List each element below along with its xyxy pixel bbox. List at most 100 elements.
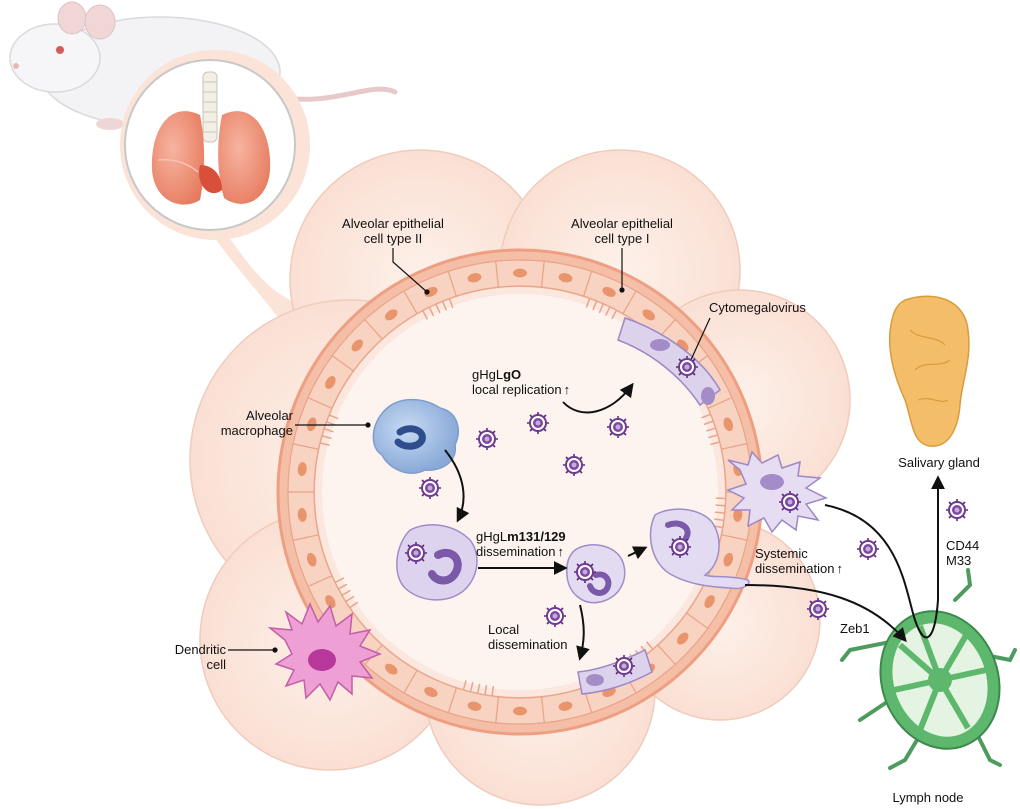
systemic-label-line2: dissemination↑	[755, 561, 843, 576]
microvillus	[709, 441, 721, 446]
microvillus	[345, 595, 355, 603]
microvillus	[428, 306, 435, 317]
macrophage-label-line2: macrophage	[221, 423, 293, 438]
migrating-infected-cell	[566, 544, 626, 604]
systemic-dissemination-text: dissemination	[755, 561, 835, 576]
infected-epithelial-cells	[577, 317, 721, 695]
microvillus	[491, 686, 495, 697]
cell-nucleus	[297, 462, 307, 477]
cell-nucleus	[306, 417, 317, 432]
cell-nucleus	[558, 273, 573, 283]
microvillus	[319, 442, 330, 446]
cell-nucleus	[558, 701, 573, 711]
microvillus	[341, 589, 351, 597]
salivary-gland	[888, 295, 970, 447]
microvillus	[349, 601, 359, 609]
cell-nucleus	[513, 706, 527, 716]
microvillus	[715, 504, 726, 507]
cd44-label: CD44	[946, 538, 979, 553]
microvillus	[462, 680, 467, 691]
cytomegalovirus-label: Cytomegalovirus	[709, 300, 806, 315]
aec2-label-line2: cell type II	[364, 231, 423, 246]
microvillus	[708, 434, 719, 439]
dendritic-cell	[267, 602, 383, 702]
microvillus	[645, 641, 654, 650]
microvillus	[611, 309, 618, 320]
cell-nucleus	[642, 309, 655, 321]
dissemination-label: dissemination↑	[476, 544, 564, 559]
microvillus	[703, 420, 714, 426]
microvillus	[476, 683, 481, 694]
cell-nucleus	[723, 552, 734, 567]
microvillus	[706, 427, 717, 432]
microvillus	[484, 684, 488, 696]
local-dissemination-line2: dissemination	[488, 637, 568, 652]
microvillus	[605, 306, 611, 317]
lung-inset	[124, 59, 296, 231]
cell-nucleus	[306, 552, 317, 567]
local-replication-label: local replication↑	[472, 382, 570, 397]
macrophage-label-line1: Alveolar	[246, 408, 294, 423]
cell-nucleus	[602, 286, 616, 297]
gho-prefix: gHgL	[472, 367, 503, 382]
cell-nucleus	[424, 687, 438, 698]
microvillus	[334, 577, 345, 584]
cell-nucleus	[297, 507, 307, 522]
microvillus	[328, 414, 339, 420]
microvillus	[592, 300, 598, 311]
systemic-label-line1: Systemic	[755, 546, 808, 561]
microvillus	[714, 518, 725, 522]
cell-nucleus	[385, 663, 398, 675]
m131-label: gHgLm131/129	[476, 529, 566, 544]
cell-nucleus	[351, 339, 364, 352]
dendritic-label-line2: cell	[206, 657, 226, 672]
arrows	[444, 382, 945, 661]
leader-lines	[228, 248, 711, 653]
cell-nucleus	[723, 417, 734, 432]
cell-nucleus	[704, 595, 715, 608]
dissemination-text: dissemination	[476, 544, 556, 559]
microvillus	[337, 583, 348, 590]
microvillus	[448, 298, 454, 309]
systemic-infected-cell	[726, 450, 829, 534]
gho-bold: gO	[503, 367, 521, 382]
salivary-gland-label: Salivary gland	[898, 455, 980, 470]
microvillus	[701, 413, 712, 419]
infected-macrophage	[396, 524, 478, 601]
microvillus	[421, 310, 429, 320]
m131-bold: m131/129	[507, 529, 566, 544]
microvillus	[441, 300, 448, 311]
local-replication-text: local replication	[472, 382, 562, 397]
zeb1-label: Zeb1	[840, 621, 870, 636]
aec1-label-line2: cell type I	[595, 231, 650, 246]
m131-prefix: gHgL	[476, 529, 507, 544]
microvillus	[435, 303, 441, 314]
m33-label: M33	[946, 553, 971, 568]
microvillus	[321, 435, 332, 440]
cell-nucleus	[467, 273, 482, 283]
cell-nucleus	[733, 507, 743, 522]
cell-nucleus	[325, 595, 336, 608]
gho-label: gHgLgO	[472, 367, 521, 382]
microvillus	[585, 297, 591, 308]
local-dissemination-line1: Local	[488, 622, 519, 637]
lymph-node-label: Lymph node	[892, 790, 963, 805]
cell-nucleus	[325, 376, 336, 389]
aec1-label-line1: Alveolar epithelial	[571, 216, 673, 231]
up-arrow: ↑	[558, 544, 565, 559]
dendritic-label-line1: Dendritic	[175, 642, 227, 657]
microvillus	[714, 511, 725, 514]
cell-nucleus	[676, 632, 689, 645]
cell-nucleus	[467, 701, 482, 711]
up-arrow: ↑	[564, 382, 571, 397]
microvillus	[469, 682, 474, 693]
labels: Alveolar epithelial cell type II Alveola…	[175, 216, 980, 805]
aec2-label-line1: Alveolar epithelial	[342, 216, 444, 231]
microvillus	[598, 303, 605, 314]
up-arrow: ↑	[837, 561, 844, 576]
microvillus	[323, 428, 334, 433]
alveolar-macrophage	[372, 398, 459, 474]
transmigrating-cell	[649, 508, 750, 590]
cell-nucleus	[513, 268, 527, 278]
